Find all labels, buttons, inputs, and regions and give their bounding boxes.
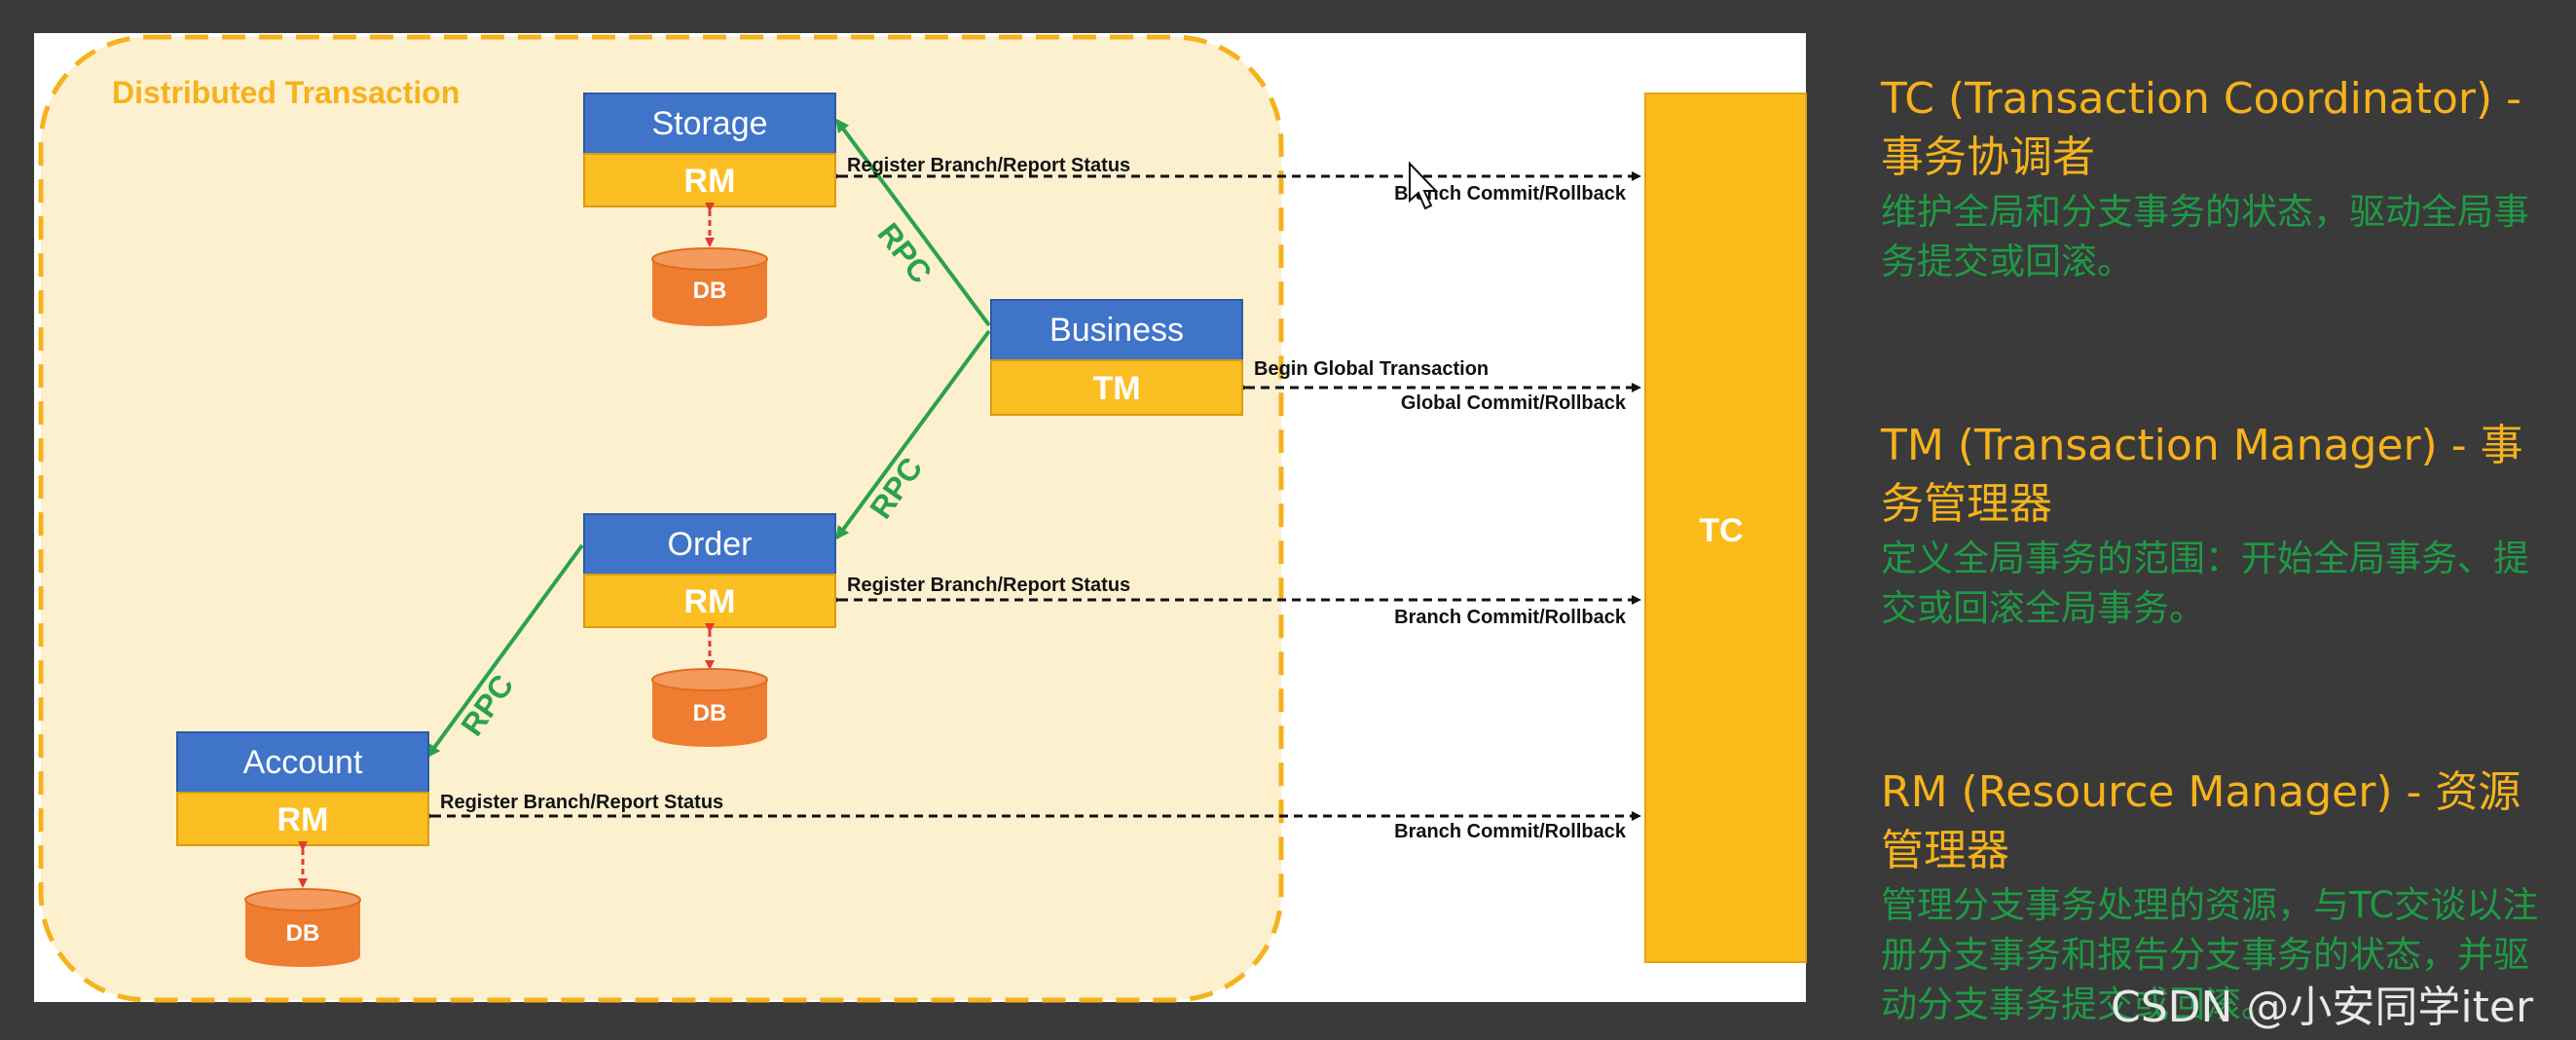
- account-db-icon: DB: [244, 888, 361, 967]
- storage-branch-commit-label: Branch Commit/Rollback: [1394, 183, 1627, 204]
- region-label: Distributed Transaction: [112, 75, 460, 110]
- global-commit-label: Global Commit/Rollback: [1401, 392, 1627, 414]
- business-tm-label: TM: [1092, 370, 1140, 407]
- begin-global-label: Begin Global Transaction: [1254, 358, 1489, 380]
- account-register-label: Register Branch/Report Status: [440, 792, 723, 813]
- rm-description-title: RM (Resource Manager) - 资源管理器: [1881, 767, 2521, 875]
- account-title: Account: [243, 744, 363, 781]
- order-node: Order RM: [583, 513, 836, 628]
- order-branch-commit-label: Branch Commit/Rollback: [1394, 607, 1627, 628]
- tc-label: TC: [1699, 512, 1743, 549]
- tc-description-title: TC (Transaction Coordinator) - 事务协调者: [1881, 74, 2522, 182]
- tc-description-body: 维护全局和分支事务的状态，驱动全局事务提交或回滚。: [1881, 191, 2529, 282]
- watermark: CSDN @小安同学iter: [2111, 983, 2534, 1032]
- tc-block: [1644, 93, 1807, 963]
- order-rm-label: RM: [684, 583, 736, 620]
- account-db-label: DB: [286, 920, 320, 947]
- rpc-arrow-order-account: [426, 543, 584, 759]
- tm-description-body: 定义全局事务的范围：开始全局事务、提交或回滚全局事务。: [1881, 538, 2529, 629]
- order-register-label: Register Branch/Report Status: [847, 575, 1130, 596]
- rpc-arrow-business-order: [835, 329, 991, 540]
- rm-description: RM (Resource Manager) - 资源管理器 管理分支事务处理的资…: [1881, 763, 2562, 1029]
- account-rm-label: RM: [277, 801, 329, 838]
- business-title: Business: [1049, 312, 1184, 349]
- mouse-cursor-icon: [1409, 161, 1439, 210]
- storage-register-label: Register Branch/Report Status: [847, 155, 1130, 176]
- storage-node: Storage RM: [583, 93, 836, 207]
- storage-title: Storage: [651, 105, 767, 142]
- account-node: Account RM: [176, 731, 429, 846]
- storage-db-label: DB: [693, 278, 727, 304]
- order-title: Order: [668, 526, 753, 563]
- rm-description-body: 管理分支事务处理的资源，与TC交谈以注册分支事务和报告分支事务的状态，并驱动分支…: [1881, 884, 2539, 1025]
- rpc-arrow-business-storage: [835, 118, 991, 327]
- order-db-label: DB: [693, 700, 727, 726]
- account-branch-commit-label: Branch Commit/Rollback: [1394, 821, 1627, 842]
- order-db-icon: DB: [651, 668, 768, 747]
- tm-description-title: TM (Transaction Manager) - 事务管理器: [1881, 421, 2523, 529]
- tm-description: TM (Transaction Manager) - 事务管理器 定义全局事务的…: [1881, 417, 2562, 633]
- business-node: Business TM: [990, 299, 1243, 416]
- storage-rm-label: RM: [684, 163, 736, 200]
- storage-db-icon: DB: [651, 247, 768, 326]
- tc-description: TC (Transaction Coordinator) - 事务协调者 维护全…: [1881, 70, 2562, 286]
